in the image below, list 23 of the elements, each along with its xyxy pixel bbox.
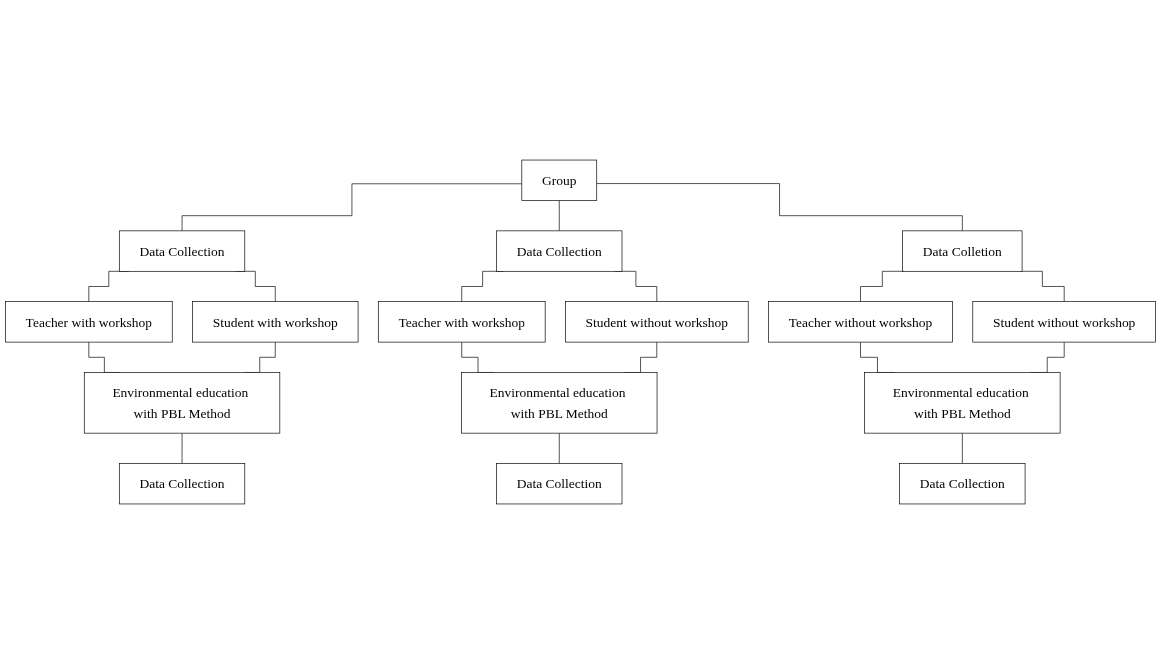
node-box: Data Collection	[118, 463, 246, 505]
connector	[1020, 270, 1065, 302]
node-box: Student without workshop	[565, 301, 749, 343]
node-box: Data Collection	[496, 230, 623, 272]
node-box: Data Collection	[118, 230, 246, 272]
node-box: Group	[521, 159, 598, 201]
connector	[962, 432, 963, 464]
node-box: Environmental education with PBL Method	[83, 372, 281, 434]
node-box: Environmental education with PBL Method	[461, 372, 658, 434]
connector	[181, 183, 523, 232]
connector	[558, 200, 560, 232]
node-box: Student with workshop	[192, 301, 359, 343]
connector	[558, 432, 560, 464]
node-box: Environmental education with PBL Method	[864, 372, 1061, 434]
node-box: Teacher with workshop	[377, 301, 546, 343]
node-box: Data Colletion	[902, 230, 1023, 272]
node-box: Teacher with workshop	[5, 301, 173, 343]
node-box: Data Collection	[496, 463, 623, 505]
node-box: Student without workshop	[972, 301, 1156, 343]
connector	[596, 183, 963, 232]
node-box: Data Collection	[899, 463, 1026, 505]
connector	[181, 432, 183, 464]
node-box: Teacher without workshop	[768, 301, 953, 343]
